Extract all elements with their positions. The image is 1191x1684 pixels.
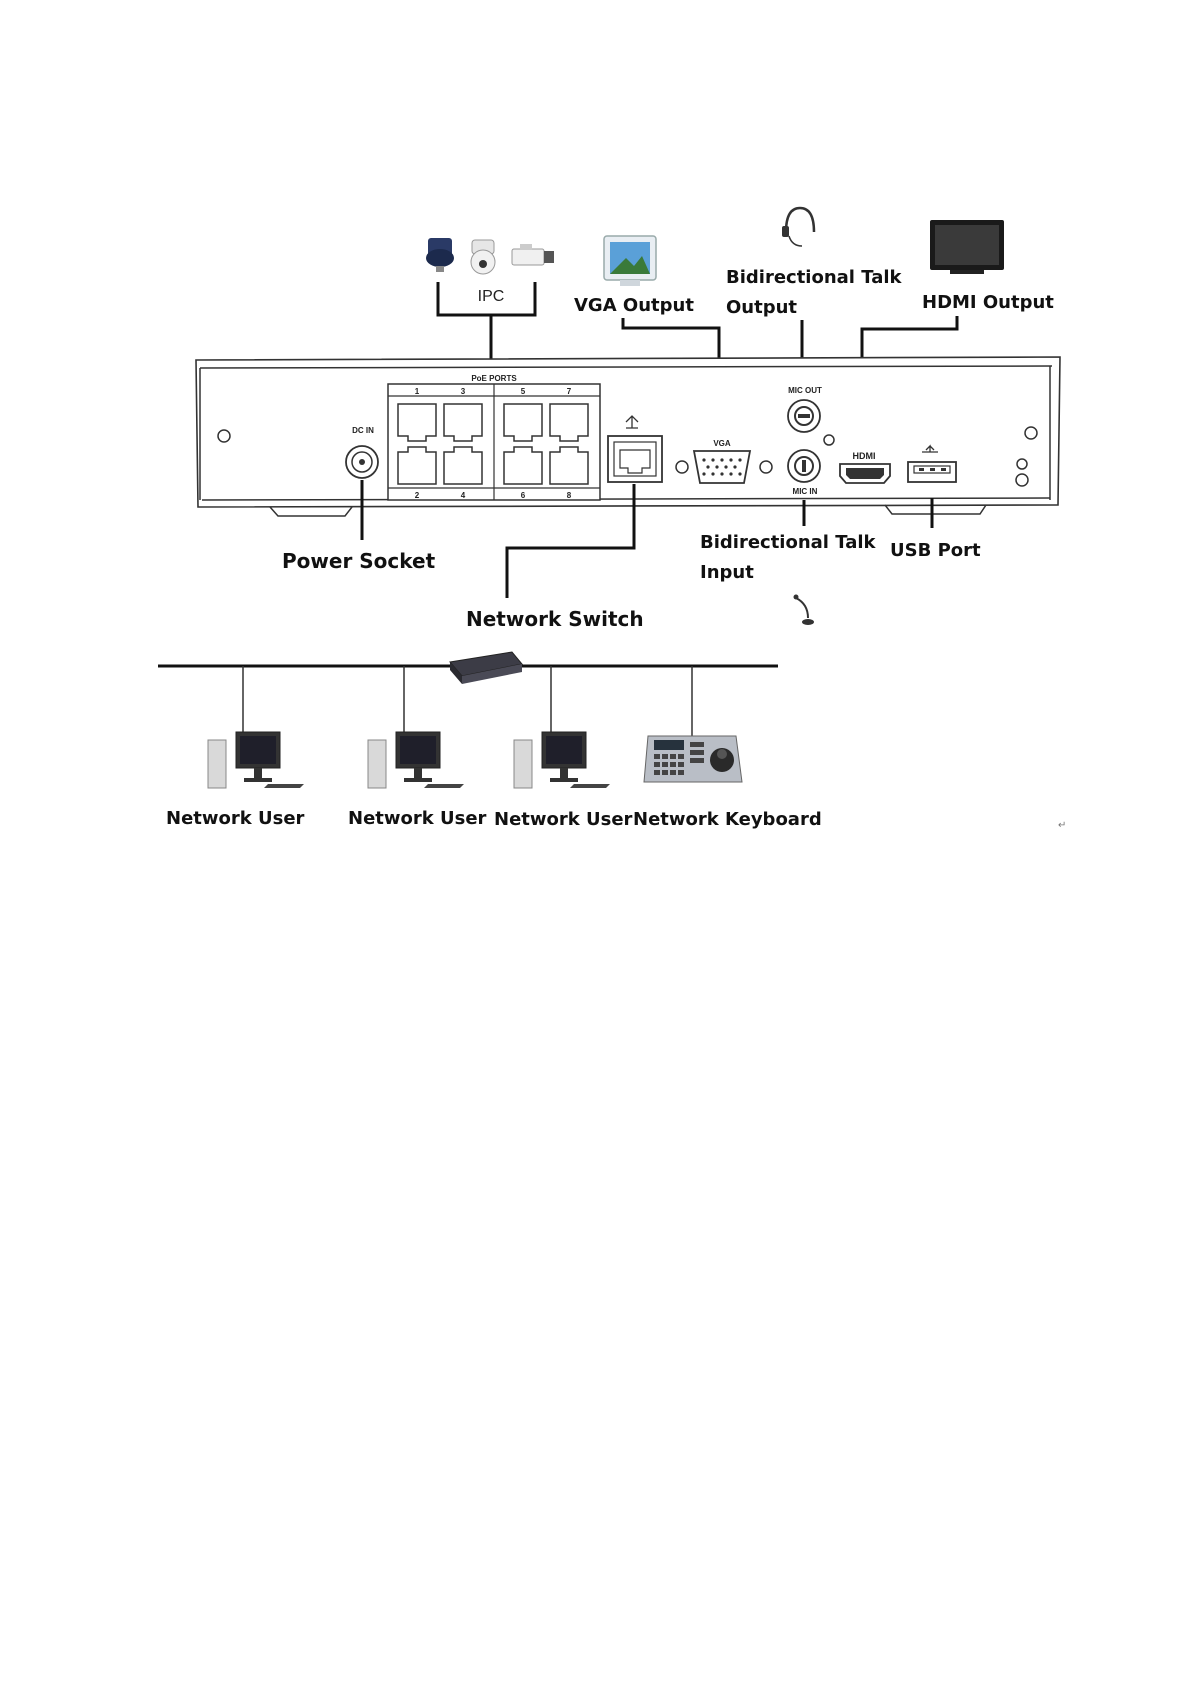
network-device-label: Network User xyxy=(494,809,633,830)
vga-port-text: VGA xyxy=(713,439,731,448)
port-number: 2 xyxy=(415,491,420,500)
hdmi-output-label: HDMI Output xyxy=(922,292,1054,313)
headset-icon xyxy=(782,208,814,246)
port-number: 3 xyxy=(461,387,466,396)
hdmi-port xyxy=(840,464,890,483)
port-number: 4 xyxy=(461,491,466,500)
hdmi-port-text: HDMI xyxy=(853,451,876,461)
network-switch-label: Network Switch xyxy=(466,607,644,631)
port-number: 5 xyxy=(521,387,526,396)
computer-icon xyxy=(514,732,610,788)
network-device-label: Network Keyboard xyxy=(633,809,822,830)
poe-ports-block xyxy=(388,384,600,500)
computer-icon xyxy=(208,732,304,788)
ipc-cameras-icon xyxy=(426,238,554,274)
mic-in-jack xyxy=(788,450,820,482)
computer-icon xyxy=(368,732,464,788)
ipc-label: IPC xyxy=(478,288,505,305)
talk-input-label-2: Input xyxy=(700,562,754,583)
network-device-label: Network User xyxy=(166,808,305,829)
vga-monitor-icon xyxy=(604,236,656,286)
indicator-led xyxy=(824,435,834,445)
port-number: 7 xyxy=(567,387,572,396)
usb-port-label: USB Port xyxy=(890,540,981,561)
talk-output-label-1: Bidirectional Talk xyxy=(726,267,903,288)
network-switch-icon xyxy=(450,652,522,684)
vga-output-label: VGA Output xyxy=(574,295,694,316)
port-number: 1 xyxy=(415,387,420,396)
talk-input-label-1: Bidirectional Talk xyxy=(700,532,877,553)
port-number: 6 xyxy=(521,491,526,500)
dc-in-text: DC IN xyxy=(352,426,374,435)
mic-out-text: MIC OUT xyxy=(788,386,822,395)
microphone-icon xyxy=(794,595,815,626)
hdmi-tv-icon xyxy=(930,220,1004,274)
poe-ports-text: PoE PORTS xyxy=(471,374,517,383)
power-socket-label: Power Socket xyxy=(282,549,436,573)
dc-in-socket xyxy=(346,446,378,478)
port-number: 8 xyxy=(567,491,572,500)
network-device-label: Network User xyxy=(348,808,487,829)
mic-out-jack xyxy=(788,400,820,432)
talk-output-label-2: Output xyxy=(726,297,797,318)
return-mark: ↵ xyxy=(1058,820,1066,831)
keyboard-controller-icon xyxy=(644,736,742,782)
mic-in-text: MIC IN xyxy=(793,487,818,496)
